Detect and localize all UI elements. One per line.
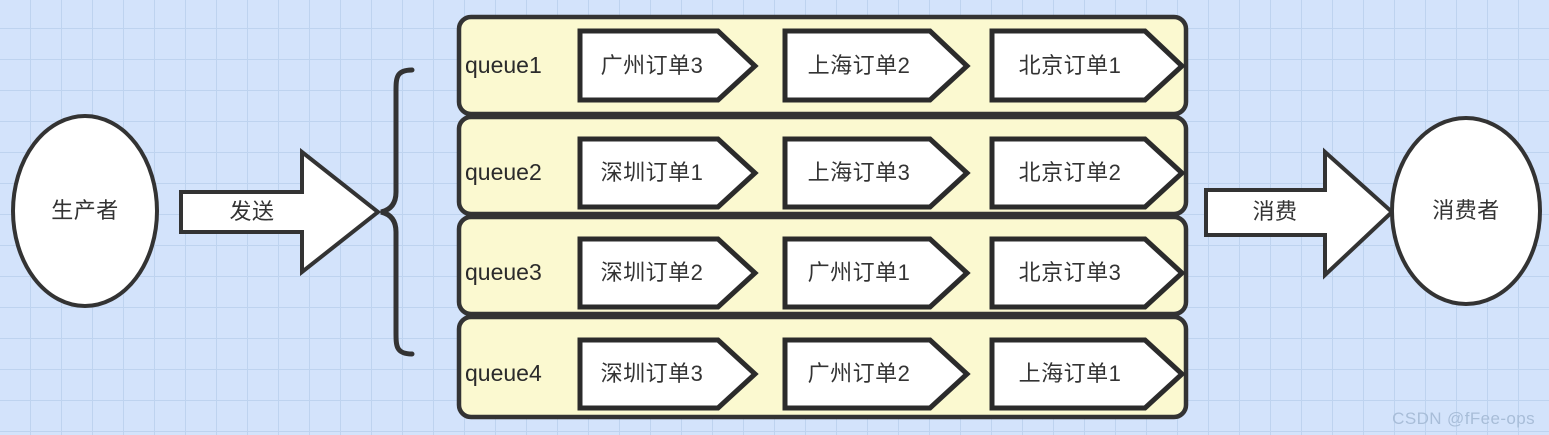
message-label: 北京订单1 <box>1018 53 1122 78</box>
message-label: 北京订单3 <box>1018 260 1122 285</box>
message-chevron <box>989 136 1186 210</box>
message-chevron <box>577 28 759 103</box>
message-chevron <box>782 28 971 103</box>
consumer-ellipse <box>1390 116 1542 306</box>
message-chevron <box>782 236 971 310</box>
message-chevron <box>577 136 759 210</box>
send-arrow-label: 发送 <box>229 199 275 224</box>
message-label: 深圳订单2 <box>600 260 704 285</box>
message-chevron <box>989 236 1186 310</box>
consume-arrow-shape <box>1204 147 1395 280</box>
producer-ellipse <box>11 114 159 308</box>
message-label: 深圳订单1 <box>600 160 704 185</box>
message-label: 北京订单2 <box>1018 160 1122 185</box>
message-chevron <box>989 337 1186 411</box>
csdn-watermark: CSDN @fFee-ops <box>1392 409 1535 428</box>
queue-name-label: queue2 <box>465 159 542 185</box>
consumer-label: 消费者 <box>1432 198 1500 223</box>
message-chevron <box>577 236 759 310</box>
queue-name-label: queue1 <box>465 52 542 78</box>
message-chevron <box>782 136 971 210</box>
message-chevron <box>577 337 759 411</box>
message-label: 上海订单3 <box>807 160 911 185</box>
message-label: 深圳订单3 <box>600 361 704 386</box>
message-chevron <box>989 28 1186 103</box>
message-label: 上海订单1 <box>1018 361 1122 386</box>
consume-arrow-label: 消费 <box>1252 199 1298 224</box>
message-label: 广州订单1 <box>807 260 911 285</box>
message-label: 广州订单3 <box>600 53 704 78</box>
send-arrow-shape <box>179 147 382 277</box>
message-chevron <box>782 337 971 411</box>
queue-name-label: queue4 <box>465 360 542 386</box>
queue-brace <box>380 67 415 357</box>
producer-label: 生产者 <box>51 198 119 223</box>
message-label: 上海订单2 <box>807 53 911 78</box>
message-label: 广州订单2 <box>807 361 911 386</box>
queue-name-label: queue3 <box>465 259 542 285</box>
